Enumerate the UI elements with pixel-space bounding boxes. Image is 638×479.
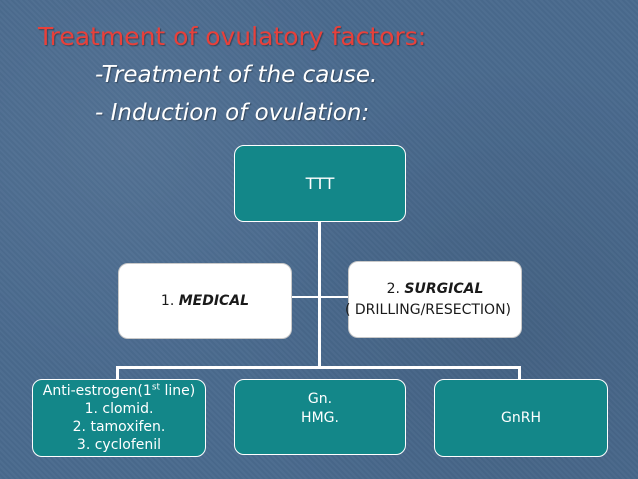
node-gnrh-label: GnRH — [501, 409, 541, 426]
node-gnrh: GnRH — [434, 379, 608, 457]
connector-child-right — [518, 366, 521, 380]
node-gn-line1: Gn. — [307, 391, 333, 407]
node-antiestrogen-line1b: line) — [160, 382, 196, 399]
node-medical-num: 1. — [160, 292, 179, 309]
connector-root-down — [318, 220, 321, 368]
node-antiestrogen-item-1: 1. clomid. — [84, 400, 154, 417]
connector-medical — [290, 296, 321, 298]
node-surgical-label: SURGICAL — [404, 281, 484, 298]
node-medical: 1. MEDICAL — [118, 263, 292, 339]
node-root-ttt: TTT — [234, 145, 406, 222]
connector-child-left — [116, 366, 119, 380]
node-gn: Gn. HMG. — [234, 379, 406, 455]
connector-surgical — [318, 296, 350, 298]
node-antiestrogen-line1a: Anti-estrogen(1 — [42, 382, 152, 399]
node-surgical-num: 2. — [386, 281, 405, 298]
bullet-induction-ovulation: - Induction of ovulation: — [95, 100, 370, 126]
connector-children-horizontal — [116, 366, 521, 369]
node-gn-line2: HMG. — [301, 409, 339, 426]
node-antiestrogen-sup: st — [151, 381, 161, 392]
node-surgical: 2. SURGICAL ( DRILLING/RESECTION) — [344, 261, 522, 338]
node-root-label: TTT — [305, 173, 335, 193]
bullet-treatment-cause: -Treatment of the cause. — [95, 62, 378, 88]
slide-title: Treatment of ovulatory factors: — [38, 22, 427, 51]
node-surgical-detail: ( DRILLING/RESECTION) — [344, 301, 512, 318]
node-antiestrogen-item-2: 2. tamoxifen. — [72, 419, 166, 435]
node-antiestrogen: Anti-estrogen(1st line) 1. clomid. 2. ta… — [32, 379, 206, 457]
node-antiestrogen-item-3: 3. cyclofenil — [76, 437, 162, 454]
node-medical-label: MEDICAL — [178, 292, 250, 309]
